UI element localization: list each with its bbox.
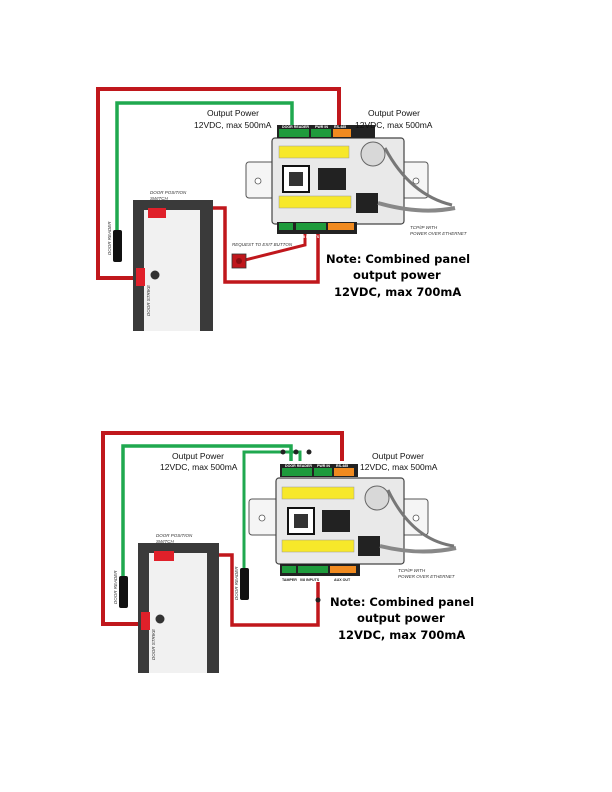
note-line-1-d2: Note: Combined panel (330, 595, 474, 609)
board-bottom-label-2: 0/8 INPUTS (300, 235, 320, 239)
ethernet-cable-3 (379, 544, 457, 554)
door-reader (113, 230, 122, 262)
mount-hole-right-2 (412, 514, 420, 522)
tcpip-label-1-d2: TCP/IP WITH (398, 568, 426, 573)
board-bottom-label-3: AUX OUT (332, 235, 349, 239)
door-strike-label: DOOR STRIKE (146, 284, 151, 316)
relay (318, 168, 346, 190)
board-bottom-label-1: TAMPER (280, 235, 295, 239)
board2-top-label-2: PWR IN (317, 464, 330, 468)
door-position-switch (148, 208, 166, 218)
terminal-green-2 (311, 129, 331, 137)
green-reader-wire (115, 101, 294, 232)
board-top-label-3: RS-485 (334, 125, 346, 129)
door-strike (136, 268, 145, 286)
terminal-orange-2 (328, 223, 354, 230)
junction-dot (293, 449, 299, 455)
door-position-switch-2 (154, 551, 174, 561)
backup-battery (360, 141, 386, 167)
green-reader2-wire (242, 450, 302, 570)
qr-pattern (289, 172, 303, 186)
output-power-right-2: 12VDC, max 500mA (355, 120, 433, 130)
note-line-2-d2: output power (357, 611, 445, 625)
output-power-right-1: Output Power (368, 108, 420, 118)
junction-dot (315, 597, 321, 603)
dps-label-1-d2: DOOR POSITION (156, 533, 193, 538)
board-top-label-2: PWR IN (315, 125, 328, 129)
diagram-1: DOOR READER PWR IN RS-485 TAMPER 0/8 INP… (96, 87, 470, 331)
output-power-right-1-d2: Output Power (372, 451, 424, 461)
door-reader-right-label: DOOR READER (234, 566, 239, 600)
output-power-left-2-d2: 12VDC, max 500mA (160, 462, 238, 472)
door-reader-left-label: DOOR READER (113, 570, 118, 604)
board-top-label-1: DOOR READER (282, 125, 309, 129)
output-power-left-1: Output Power (207, 108, 259, 118)
note-line-1: Note: Combined panel (326, 252, 470, 266)
junction-dot (306, 449, 312, 455)
terminal-green-3 (279, 223, 293, 230)
tcpip-label-2: POWER OVER ETHERNET (410, 231, 468, 236)
rex-label: REQUEST TO EXIT BUTTON (232, 242, 293, 247)
ethernet-cable-2 (383, 147, 453, 207)
rex-button-center (236, 258, 242, 264)
qr-pattern-2 (294, 514, 308, 528)
junction-dot (280, 449, 286, 455)
output-power-right-2-d2: 12VDC, max 500mA (360, 462, 438, 472)
output-power-left-2: 12VDC, max 500mA (194, 120, 272, 130)
rj45-port (356, 193, 378, 213)
door-strike-2 (141, 612, 150, 630)
mount-hole-left-2 (258, 514, 266, 522)
relay-2 (322, 510, 350, 532)
door-reader-right (240, 568, 249, 600)
terminal-yellow-row-top (278, 145, 350, 159)
red-power-wire (96, 87, 341, 280)
door-reader-label: DOOR READER (107, 221, 112, 255)
terminal-yellow-row-top-2 (281, 486, 355, 500)
rj45-port-2 (358, 536, 380, 556)
terminal-orange-3 (334, 468, 354, 476)
dps-label-2-d2: SWITCH (156, 539, 174, 544)
door-strike-label-d2: DOOR STRIKE (151, 628, 156, 660)
terminal-green-1 (279, 129, 309, 137)
terminal-green-6 (314, 468, 332, 476)
diagram-2: DOOR READER PWR IN RS-485 TAMPER 0/8 INP… (101, 431, 474, 673)
terminal-green-7 (282, 566, 296, 573)
output-power-left-1-d2: Output Power (172, 451, 224, 461)
note-line-3-d2: 12VDC, max 700mA (338, 628, 465, 642)
board2-bottom-label-2: 0/8 INPUTS (300, 578, 320, 582)
backup-battery-2 (364, 485, 390, 511)
terminal-yellow-row-bottom (278, 195, 352, 209)
note-line-2: output power (353, 268, 441, 282)
door-panel (144, 210, 200, 331)
board2-top-label-3: RS-485 (336, 464, 348, 468)
door-panel-2 (149, 553, 207, 673)
mount-hole-right (412, 177, 420, 185)
board2-bottom-label-3: AUX OUT (334, 578, 351, 582)
note-line-3: 12VDC, max 700mA (334, 285, 461, 299)
mount-hole-left (254, 177, 262, 185)
terminal-green-4 (296, 223, 326, 230)
board2-bottom-label-1: TAMPER (282, 578, 297, 582)
tcpip-label-2-d2: POWER OVER ETHERNET (398, 574, 456, 579)
door-reader-left (119, 576, 128, 608)
rex-wire (244, 234, 307, 262)
terminal-orange-1 (333, 129, 351, 137)
dps-label-1: DOOR POSITION (150, 190, 187, 195)
door-knob (150, 270, 160, 280)
terminal-green-8 (298, 566, 328, 573)
red-power-wire-2 (101, 431, 344, 626)
tcpip-label-1: TCP/IP WITH (410, 225, 438, 230)
ethernet-cable (377, 201, 456, 213)
board2-top-label-1: DOOR READER (285, 464, 312, 468)
terminal-green-5 (282, 468, 312, 476)
terminal-yellow-row-bottom-2 (281, 539, 355, 553)
ethernet-cable-4 (386, 489, 455, 548)
dps-label-2: SWITCH (150, 196, 168, 201)
terminal-orange-4 (330, 566, 356, 573)
door-knob-2 (155, 614, 165, 624)
